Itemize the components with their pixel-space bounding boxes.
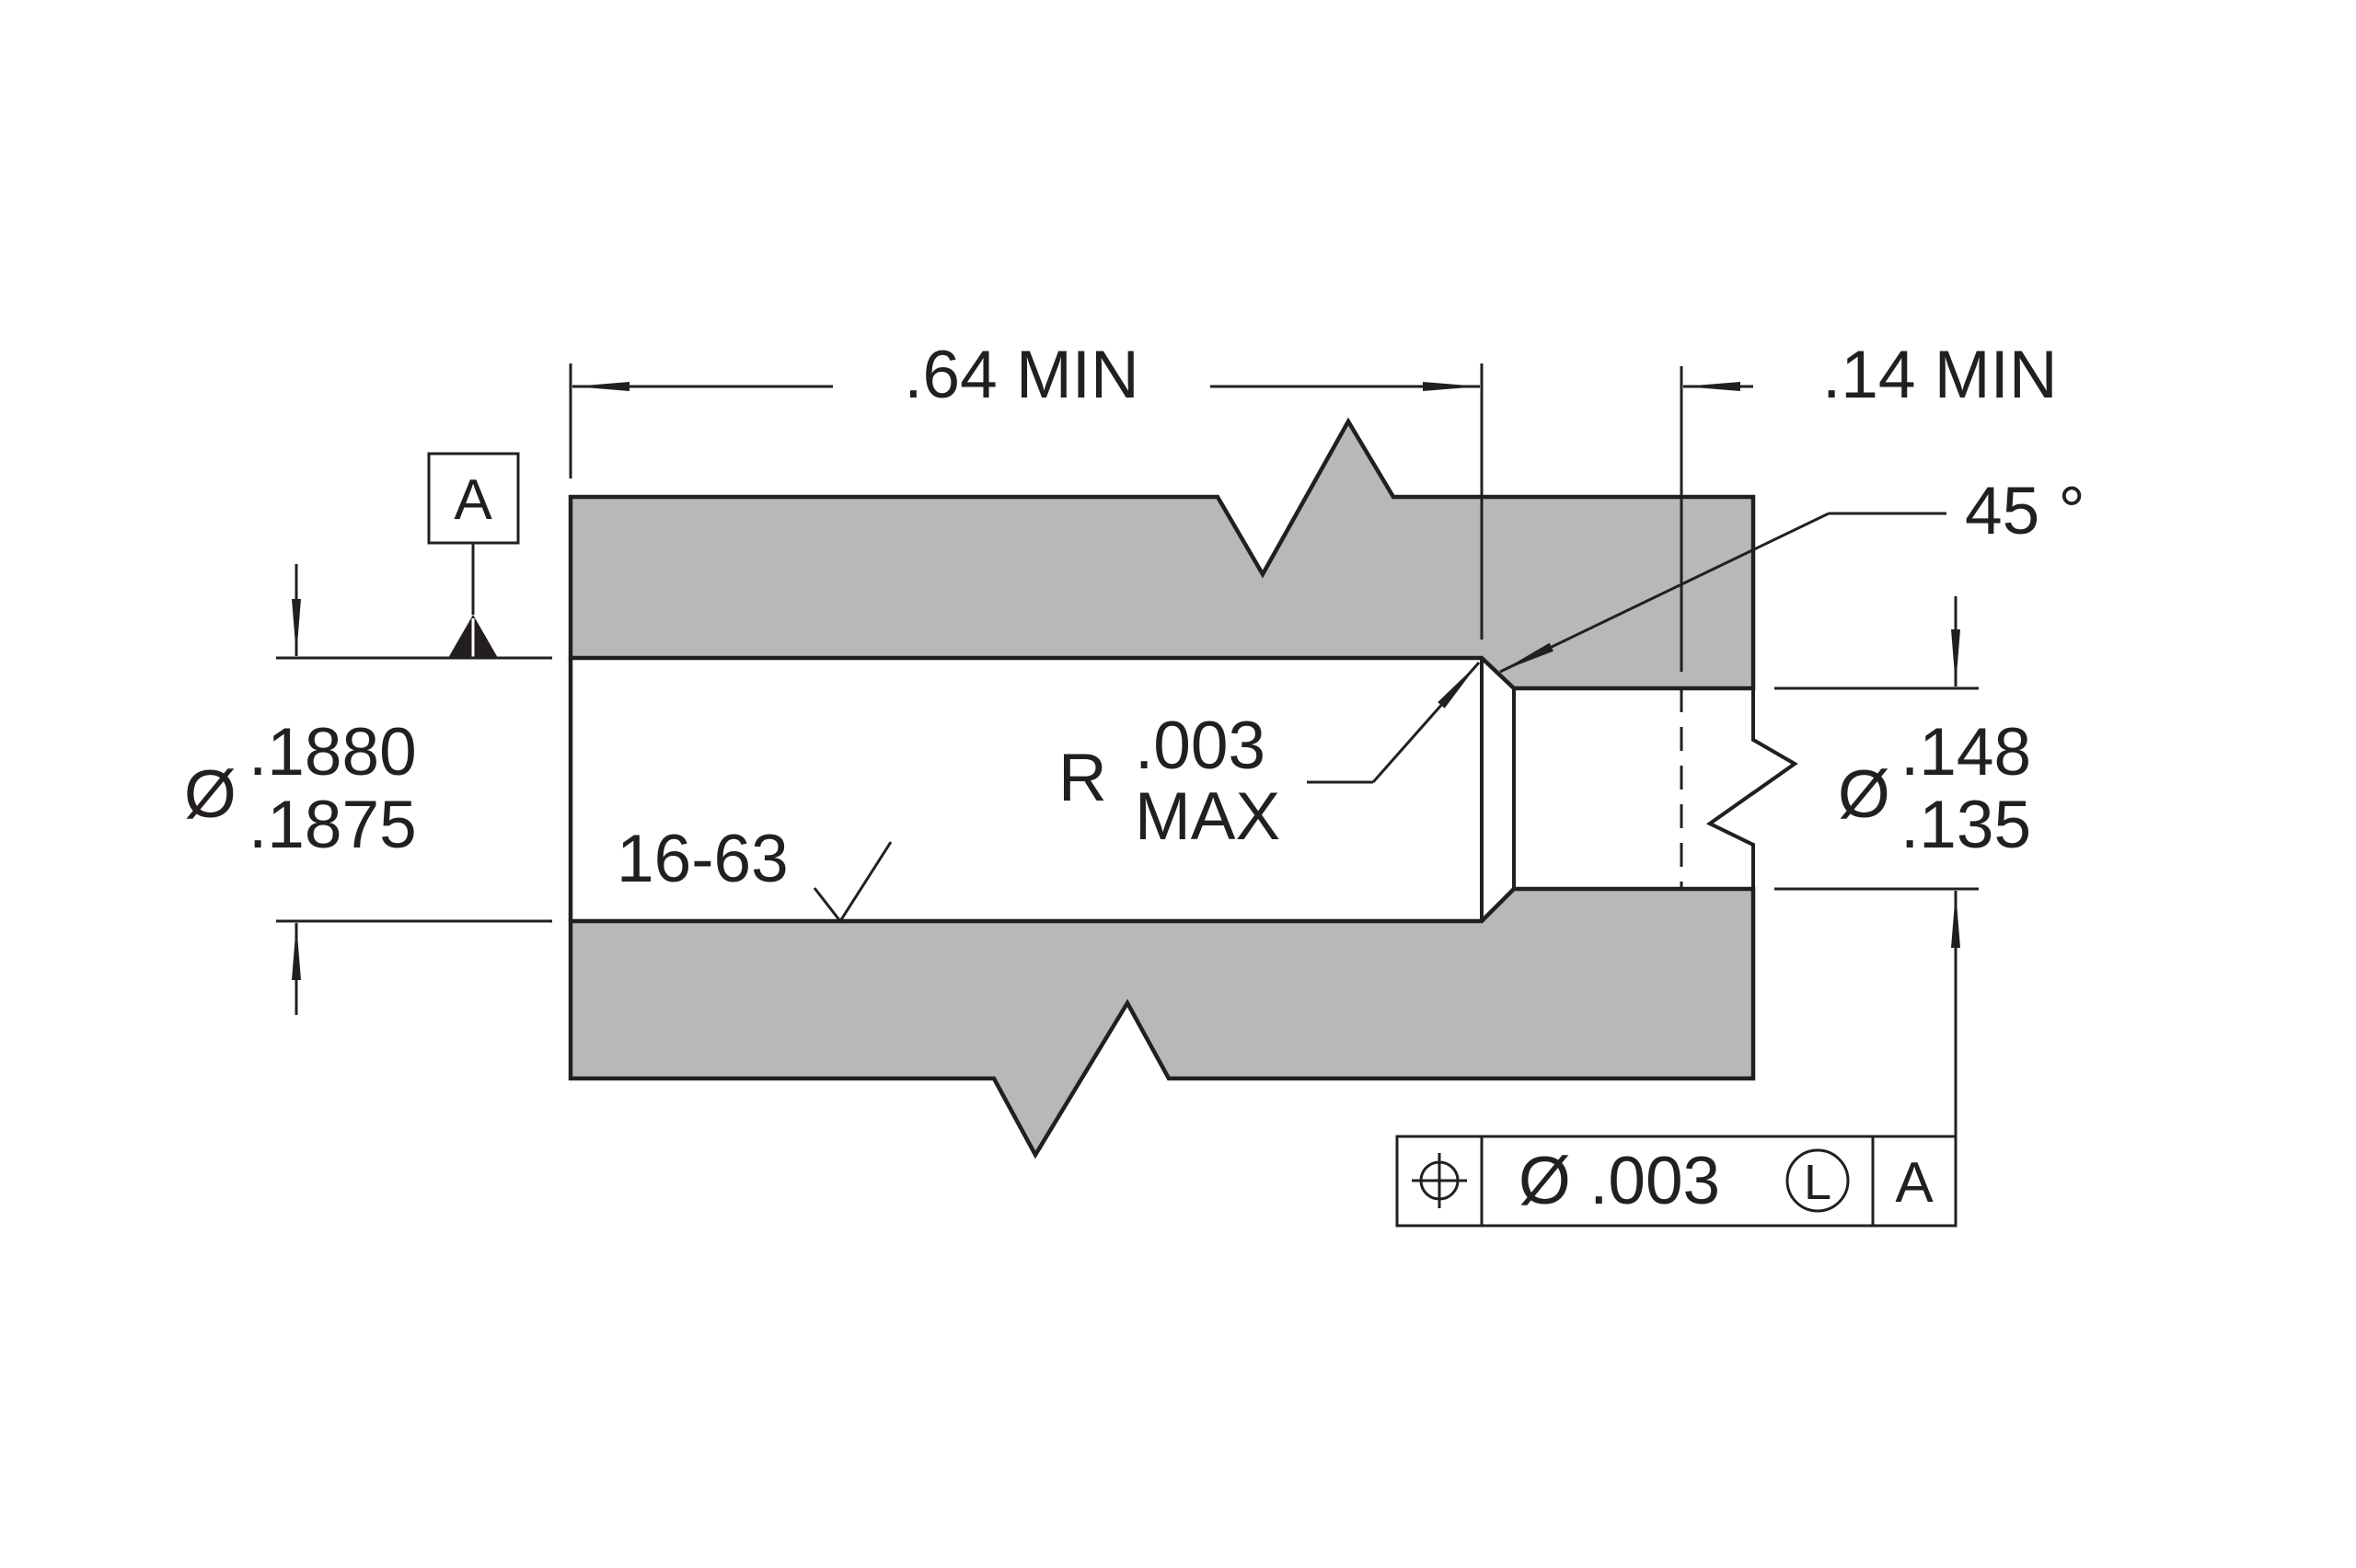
frame-border [1395, 1135, 1958, 1228]
bore-diameter-upper: .1880 [248, 715, 417, 790]
hole-diameter-lower: .135 [1900, 788, 2031, 862]
bore-diameter-symbol: Ø [184, 757, 237, 832]
hole-diameter-upper: .148 [1900, 715, 2031, 790]
angle-leader [1499, 512, 1830, 674]
radius-prefix: R [1058, 741, 1107, 815]
upper-wall-section [568, 417, 1756, 691]
length-label: .64 MIN [904, 338, 1139, 412]
counterbore-dimension: .14 MIN [1680, 338, 2058, 672]
datum-feature: A [427, 452, 520, 658]
radius-value: .003 [1135, 709, 1265, 783]
lmc-modifier-icon: L [1785, 1148, 1850, 1213]
hole-diameter-dimension: Ø .148 .135 [1774, 596, 2031, 1136]
datum-box [427, 452, 520, 545]
angle-label: 45 ° [1965, 474, 2085, 548]
bore-diameter-lower: .1875 [248, 788, 417, 862]
frame-tolerance: Ø .003 [1519, 1144, 1720, 1218]
bore-diameter-dimension: Ø .1880 .1875 [184, 564, 552, 1015]
counterbore-label: .14 MIN [1822, 338, 2058, 412]
surface-finish-icon [813, 841, 893, 924]
chamfer-callout: 45 ° [1499, 474, 2085, 674]
radius-callout: R .003 MAX [1058, 662, 1481, 854]
position-icon [1412, 1153, 1467, 1208]
part-section [568, 417, 1798, 1159]
radius-leader [1371, 662, 1481, 783]
modifier-letter: L [1804, 1155, 1831, 1210]
lower-wall-section [568, 886, 1756, 1159]
radius-suffix: MAX [1135, 779, 1280, 854]
datum-letter: A [454, 468, 492, 532]
surface-finish-label: 16-63 [617, 822, 789, 896]
break-line-outline [1706, 688, 1798, 889]
length-dimension: .64 MIN [569, 338, 1484, 640]
hole-diameter-symbol: Ø [1838, 757, 1890, 832]
frame-datum: A [1895, 1151, 1934, 1215]
feature-control-frame: Ø .003 L A [1395, 1135, 1958, 1228]
surface-finish: 16-63 [617, 822, 893, 924]
